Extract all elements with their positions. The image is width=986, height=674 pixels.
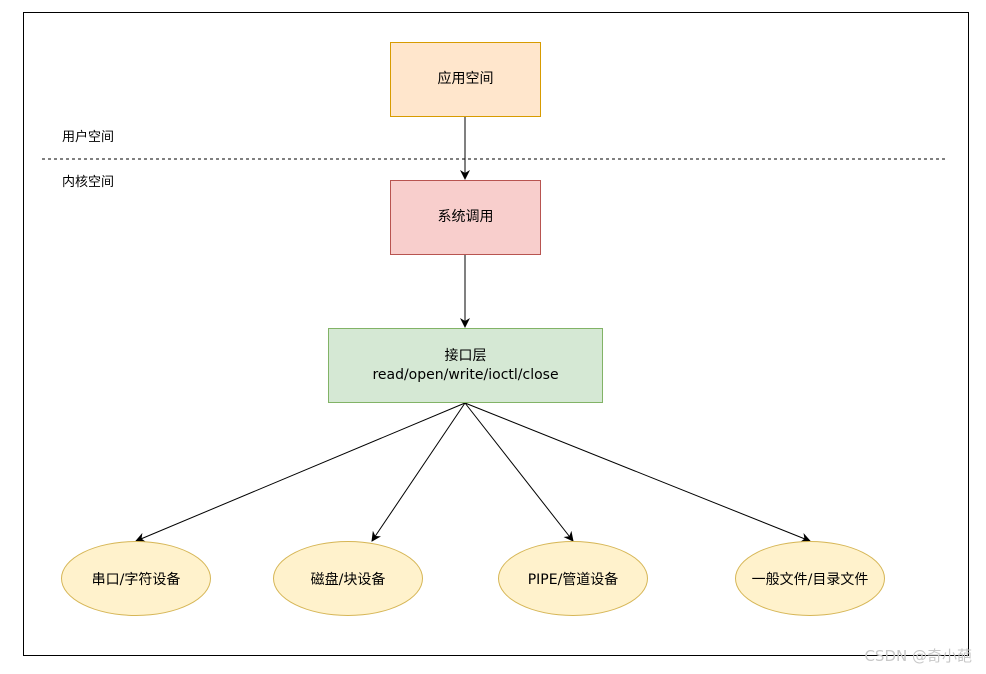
syscall-label: 系统调用	[437, 209, 494, 225]
interface-layer-ops: read/open/write/ioctl/close	[372, 366, 559, 383]
user-space-label: 用户空间	[62, 130, 115, 145]
regular-file-node: 一般文件/目录文件	[735, 541, 885, 616]
kernel-space-label: 内核空间	[62, 175, 115, 190]
block-device-node: 磁盘/块设备	[273, 541, 423, 616]
char-device-node: 串口/字符设备	[61, 541, 211, 616]
edge-interface-to-regular-file	[464, 402, 811, 543]
app-space-label: 应用空间	[437, 71, 494, 87]
char-device-label: 串口/字符设备	[91, 571, 181, 588]
pipe-device-label: PIPE/管道设备	[527, 571, 619, 588]
regular-file-label: 一般文件/目录文件	[751, 571, 869, 588]
edge-interface-to-block-device	[371, 402, 466, 542]
app-space-node: 应用空间	[390, 42, 541, 117]
block-device-label: 磁盘/块设备	[310, 571, 386, 588]
interface-layer-title: 接口层	[444, 347, 487, 364]
edge-interface-to-char-device	[135, 402, 466, 543]
pipe-device-node: PIPE/管道设备	[498, 541, 648, 616]
interface-layer-node: 接口层 read/open/write/ioctl/close	[328, 328, 603, 403]
syscall-node: 系统调用	[390, 180, 541, 255]
watermark: CSDN @奇小葩	[864, 647, 972, 665]
edge-interface-to-pipe-device	[464, 402, 574, 542]
